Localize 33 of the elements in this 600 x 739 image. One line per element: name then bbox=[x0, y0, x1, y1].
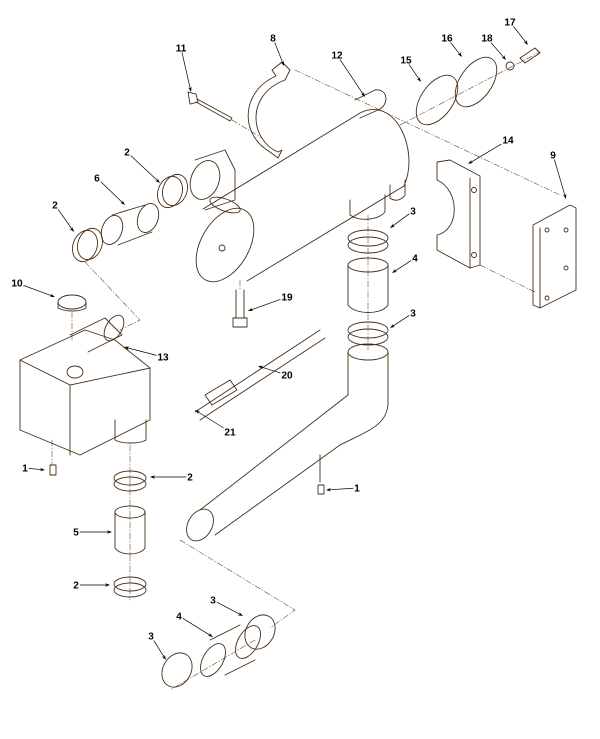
callout-number: 1 bbox=[354, 484, 360, 492]
callout-number: 17 bbox=[505, 18, 516, 26]
callout-number: 3 bbox=[410, 309, 416, 317]
callout-number: 4 bbox=[412, 254, 418, 262]
callout-number: 6 bbox=[94, 174, 100, 182]
callout-number: 11 bbox=[176, 44, 186, 52]
callout-number: 3 bbox=[148, 632, 154, 640]
callout-number: 16 bbox=[442, 34, 452, 42]
callout-number: 20 bbox=[282, 371, 292, 379]
leader-line bbox=[450, 42, 462, 57]
callout-number: 21 bbox=[224, 428, 236, 436]
callout-number: 2 bbox=[74, 582, 78, 588]
callout-number: 8 bbox=[270, 34, 276, 42]
callout-number: 10 bbox=[12, 279, 22, 287]
callout-number: 9 bbox=[550, 151, 556, 159]
leader-line bbox=[513, 26, 528, 45]
leader-line bbox=[490, 42, 506, 60]
callout-number: 2 bbox=[52, 202, 58, 208]
callout-number: 13 bbox=[158, 353, 168, 361]
callout-number: 4 bbox=[176, 612, 182, 620]
callout-number: 14 bbox=[503, 136, 514, 144]
callout-number: 15 bbox=[401, 56, 412, 64]
callout-number: 12 bbox=[332, 52, 342, 58]
leader-line bbox=[100, 182, 125, 205]
callout-number: 5 bbox=[74, 528, 78, 536]
callout-number: 1 bbox=[22, 464, 28, 472]
callout-number: 18 bbox=[482, 34, 492, 42]
leader-line bbox=[130, 155, 160, 183]
callout-number: 19 bbox=[282, 293, 292, 301]
callout-number: 3 bbox=[410, 207, 416, 215]
callout-number: 3 bbox=[210, 596, 216, 604]
callout-number: 2 bbox=[188, 474, 192, 480]
callout-number: 2 bbox=[124, 148, 130, 156]
